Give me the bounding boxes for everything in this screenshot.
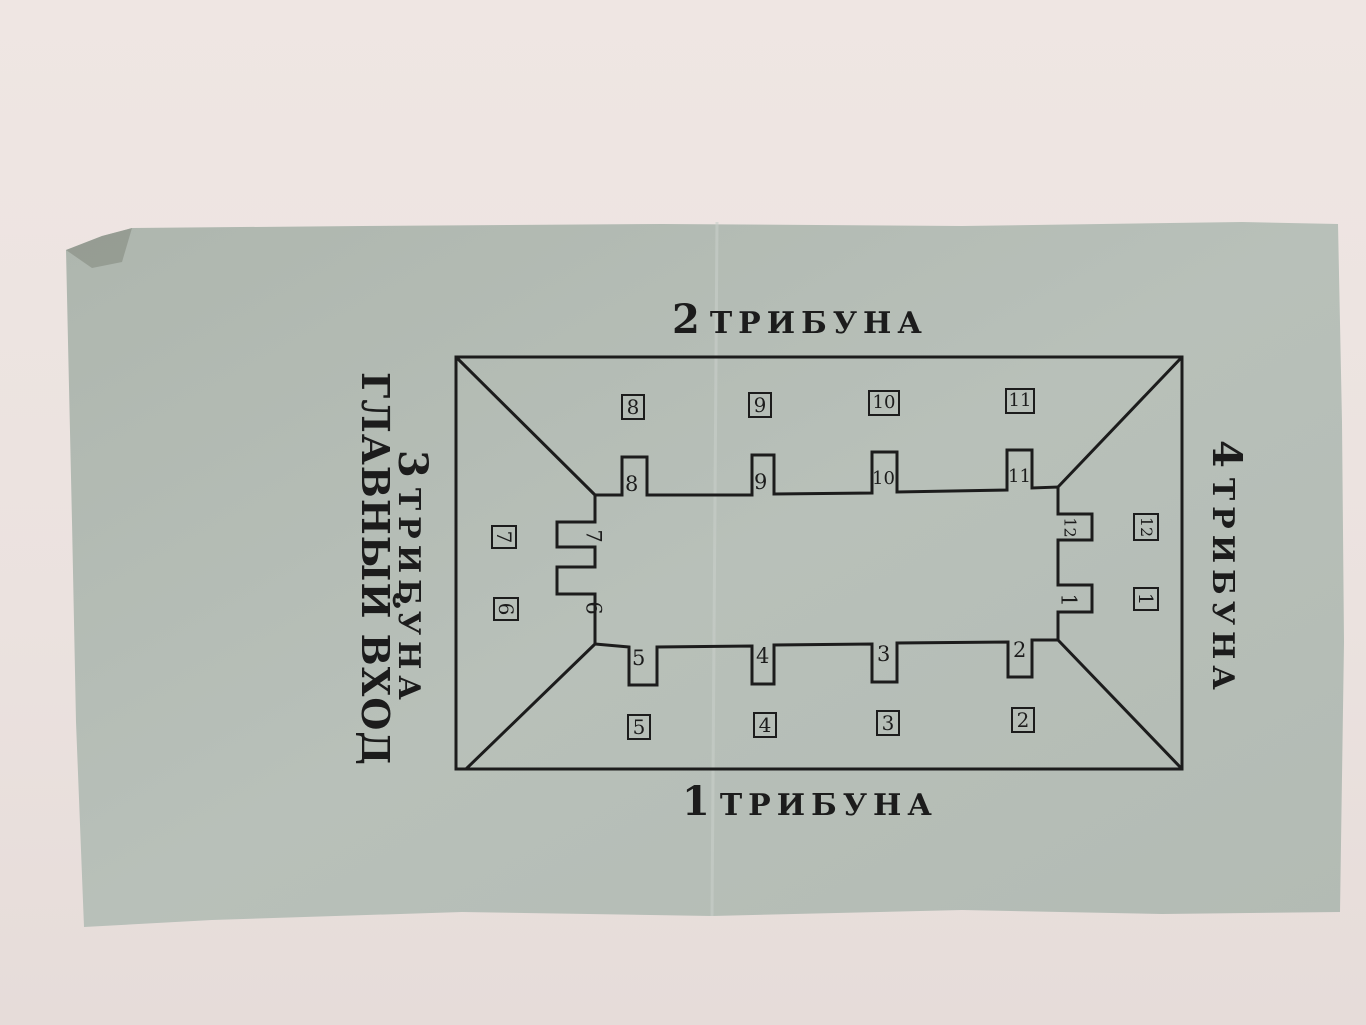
sector-5: 5 <box>627 714 651 740</box>
gate-1: 1 <box>1056 593 1081 607</box>
sector-12: 12 <box>1133 513 1159 541</box>
gate-12: 12 <box>1060 517 1080 538</box>
ticket-paper <box>66 222 1344 927</box>
stand-4-label: 4ТРИБУНА <box>1203 440 1250 696</box>
gate-8: 8 <box>625 472 639 496</box>
gate-3: 3 <box>877 642 891 666</box>
gate-5: 5 <box>632 646 646 670</box>
main-entrance-label: ГЛАВНЫЙ ВХОД <box>353 372 398 767</box>
gate-9: 9 <box>754 470 768 494</box>
gate-7: 7 <box>581 529 606 543</box>
sector-8: 8 <box>621 394 645 420</box>
sector-7: 7 <box>491 525 517 549</box>
sector-6: 6 <box>493 597 519 621</box>
sector-4: 4 <box>753 712 777 738</box>
sector-11: 11 <box>1005 388 1035 414</box>
sector-9: 9 <box>748 392 772 418</box>
gate-2: 2 <box>1013 638 1027 662</box>
gate-11: 11 <box>1008 466 1031 487</box>
sector-1: 1 <box>1133 587 1159 611</box>
sector-10: 10 <box>868 390 900 416</box>
gate-4: 4 <box>756 644 770 668</box>
gate-10: 10 <box>872 468 895 489</box>
gate-6: 6 <box>581 601 606 615</box>
sector-2: 2 <box>1011 707 1035 733</box>
sector-3: 3 <box>876 710 900 736</box>
